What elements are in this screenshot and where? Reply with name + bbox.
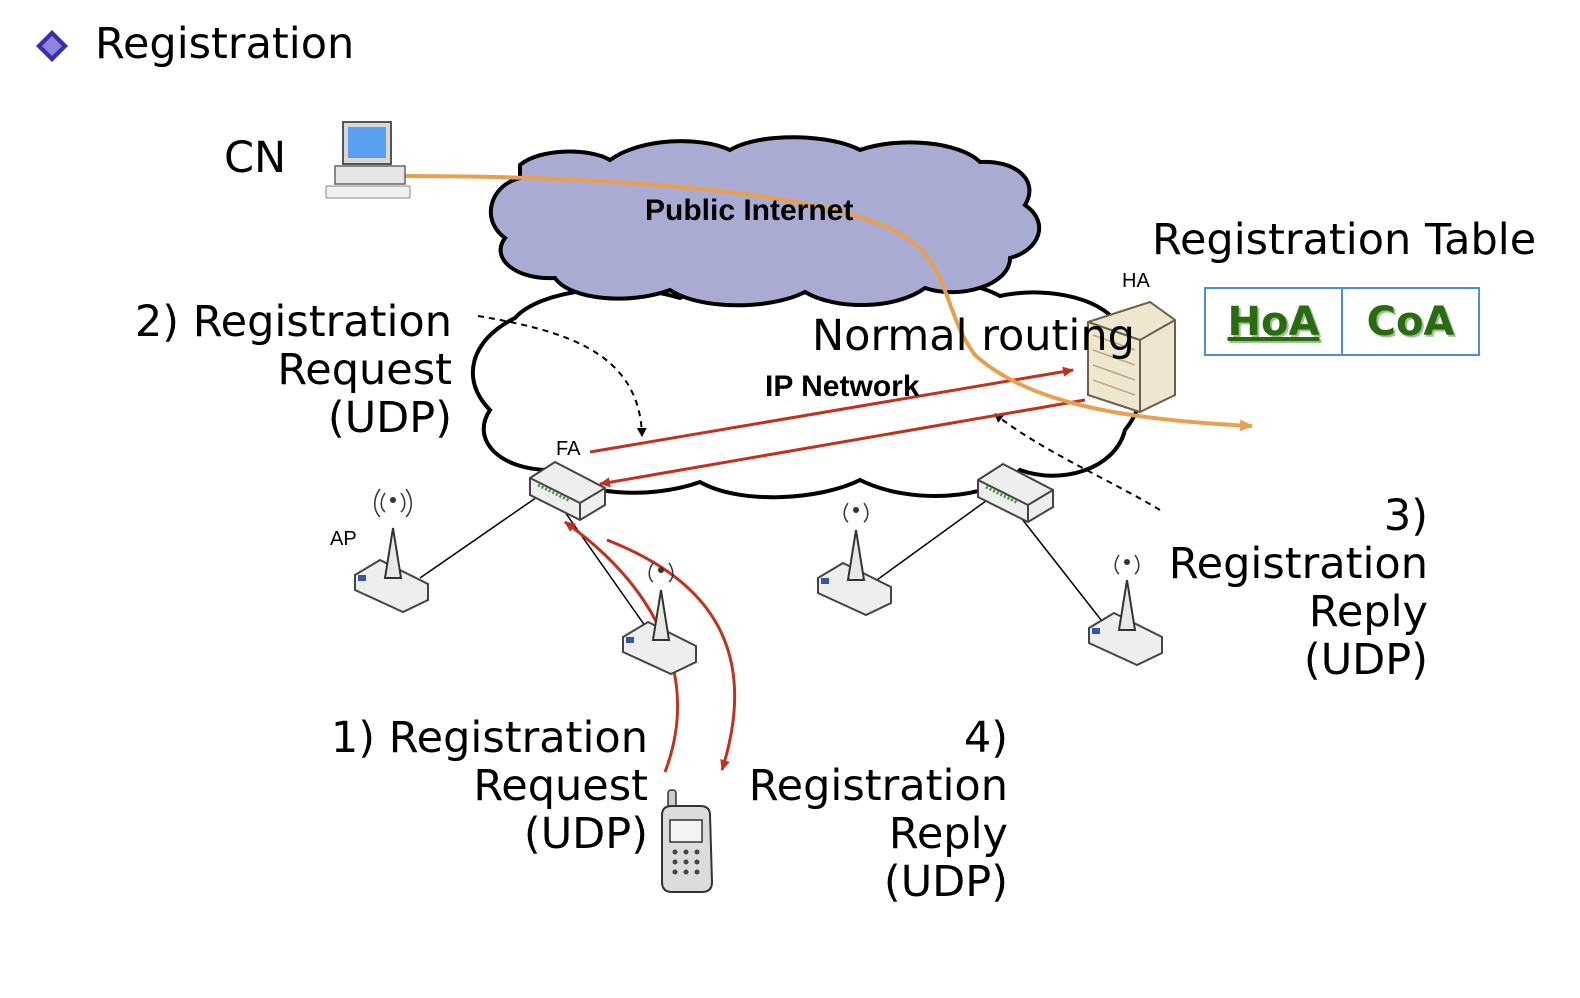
- ha-label: HA: [1122, 270, 1150, 292]
- step2-line: (UDP): [327, 393, 452, 444]
- normal-routing-path: [399, 174, 1253, 432]
- step3-line: Reply: [1308, 587, 1428, 638]
- step4-line: (UDP): [883, 857, 1008, 908]
- access-point-icon: [354, 488, 429, 614]
- step2-line: Request: [277, 345, 452, 396]
- link-lines: [419, 494, 1106, 641]
- step3-line: Registration: [1168, 539, 1428, 590]
- step4-line: Registration: [748, 761, 1008, 812]
- fa-router-icon: [529, 460, 606, 522]
- router-icon: [977, 462, 1054, 524]
- step4-label: 4) Registration Reply (UDP): [710, 714, 1008, 907]
- page-title: Registration: [95, 19, 355, 69]
- public-internet-cloud: [488, 135, 1042, 308]
- step3-label: 3) Registration Reply (UDP): [1130, 492, 1428, 685]
- access-point-icon: [817, 502, 892, 617]
- dashed-arrow-from-ha: [994, 413, 1161, 511]
- step1-label: 1) Registration Request (UDP): [300, 713, 648, 860]
- step3-line: 3): [1383, 491, 1428, 541]
- bullet-diamond-icon: [36, 30, 68, 62]
- step4-line: 4): [963, 713, 1008, 763]
- normal-routing-label: Normal routing: [812, 311, 1135, 361]
- step4-line: Reply: [888, 809, 1008, 860]
- registration-table: HoA CoA: [1204, 287, 1480, 356]
- table-header-coa: CoA: [1341, 289, 1478, 354]
- cn-label: CN: [224, 133, 287, 183]
- step1-line: 1) Registration: [330, 713, 648, 763]
- mobile-phone-icon: [661, 789, 714, 893]
- step1-line: Request: [473, 761, 648, 812]
- step3-line: (UDP): [1303, 635, 1428, 686]
- access-point-icon: [1088, 554, 1163, 667]
- table-header-hoa: HoA: [1227, 298, 1320, 345]
- step2-line: 2) Registration: [134, 297, 452, 347]
- registration-table-title: Registration Table: [1152, 215, 1537, 265]
- arrow-fa-to-ha: [589, 366, 1074, 454]
- access-point-icon: [622, 562, 697, 676]
- ip-network-label: IP Network: [765, 370, 920, 403]
- cn-computer-icon: [325, 121, 411, 199]
- arrow-ha-to-fa: [599, 398, 1086, 488]
- arrow-fa-to-mn: [606, 538, 737, 771]
- public-internet-label: Public Internet: [645, 194, 854, 227]
- ha-server-icon: [1087, 300, 1176, 414]
- fa-label: FA: [556, 438, 581, 460]
- step2-label: 2) Registration Request (UDP): [100, 297, 452, 444]
- step1-line: (UDP): [523, 809, 648, 860]
- ap-label: AP: [330, 528, 357, 550]
